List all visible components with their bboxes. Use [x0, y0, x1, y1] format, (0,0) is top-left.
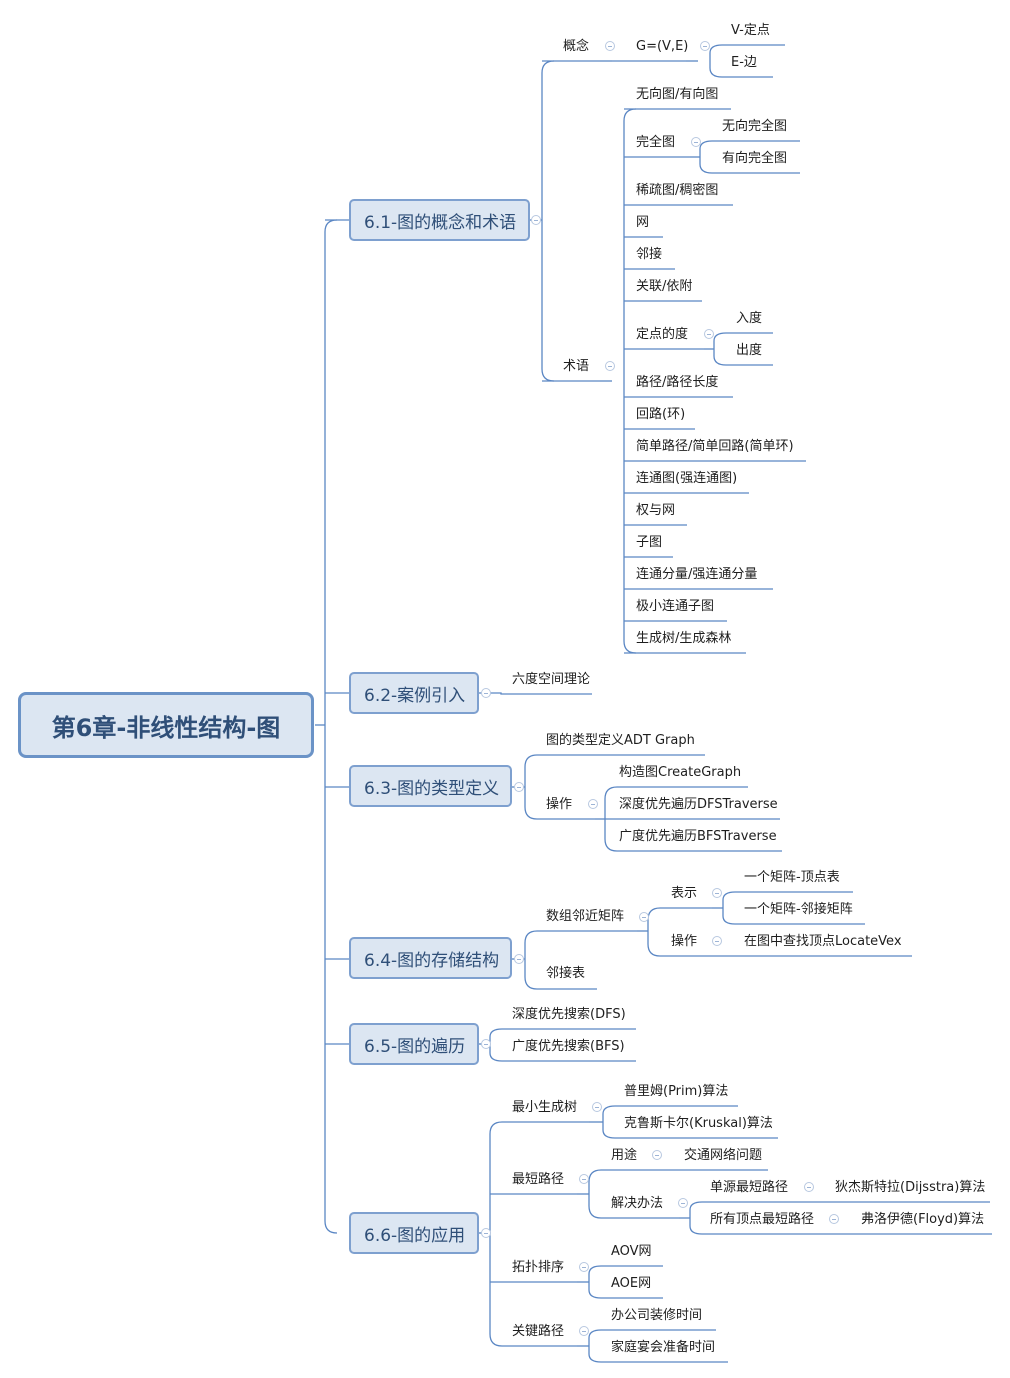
node-aoe[interactable]: AOE网	[611, 1276, 652, 1291]
node-adj-list[interactable]: 邻接表	[546, 966, 586, 981]
node-traffic[interactable]: 交通网络问题	[684, 1148, 763, 1163]
node-topo-sort[interactable]: 拓扑排序	[512, 1260, 565, 1275]
collapse-toggle-icon[interactable]	[678, 1198, 688, 1208]
root-node[interactable]: 第6章-非线性结构-图	[18, 692, 314, 758]
term-weight[interactable]: 权与网	[636, 503, 676, 518]
section-6-1[interactable]: 6.1-图的概念和术语	[349, 199, 530, 241]
collapse-toggle-icon[interactable]	[712, 888, 722, 898]
node-bfs[interactable]: 广度优先搜索(BFS)	[512, 1039, 625, 1054]
node-six-degrees[interactable]: 六度空间理论	[512, 672, 591, 687]
collapse-toggle-icon[interactable]	[514, 782, 524, 792]
term-complete[interactable]: 完全图	[636, 135, 676, 150]
collapse-toggle-icon[interactable]	[704, 329, 714, 339]
node-vertex-table[interactable]: 一个矩阵-顶点表	[744, 870, 840, 885]
node-create-graph[interactable]: 构造图CreateGraph	[619, 765, 742, 780]
node-e-edge[interactable]: E-边	[731, 55, 757, 70]
collapse-toggle-icon[interactable]	[481, 688, 491, 698]
term-cycle[interactable]: 回路(环)	[636, 407, 686, 422]
node-matrix-operations[interactable]: 操作	[671, 934, 698, 949]
node-usage[interactable]: 用途	[611, 1148, 638, 1163]
collapse-toggle-icon[interactable]	[579, 1326, 589, 1336]
node-floyd[interactable]: 弗洛伊德(Floyd)算法	[861, 1212, 985, 1227]
term-net[interactable]: 网	[636, 215, 650, 230]
term-sparse[interactable]: 稀疏图/稠密图	[636, 183, 719, 198]
collapse-toggle-icon[interactable]	[579, 1262, 589, 1272]
collapse-toggle-icon[interactable]	[481, 1228, 491, 1238]
collapse-toggle-icon[interactable]	[481, 1039, 491, 1049]
collapse-toggle-icon[interactable]	[804, 1182, 814, 1192]
node-concept[interactable]: 概念	[563, 39, 590, 54]
node-representation[interactable]: 表示	[671, 886, 698, 901]
term-incident[interactable]: 关联/依附	[636, 279, 693, 294]
term-simple[interactable]: 简单路径/简单回路(简单环)	[636, 439, 794, 454]
node-aov[interactable]: AOV网	[611, 1244, 652, 1259]
node-mst[interactable]: 最小生成树	[512, 1100, 578, 1115]
collapse-toggle-icon[interactable]	[712, 936, 722, 946]
section-6-2[interactable]: 6.2-案例引入	[349, 672, 479, 714]
node-office-renovation[interactable]: 办公司装修时间	[611, 1308, 703, 1323]
term-out-degree[interactable]: 出度	[736, 343, 763, 358]
collapse-toggle-icon[interactable]	[605, 41, 615, 51]
term-minimal[interactable]: 极小连通子图	[636, 599, 715, 614]
node-critical-path[interactable]: 关键路径	[512, 1324, 565, 1339]
node-solution[interactable]: 解决办法	[611, 1196, 664, 1211]
collapse-toggle-icon[interactable]	[639, 912, 649, 922]
node-shortest-path[interactable]: 最短路径	[512, 1172, 565, 1187]
node-kruskal[interactable]: 克鲁斯卡尔(Kruskal)算法	[624, 1116, 773, 1131]
collapse-toggle-icon[interactable]	[531, 215, 541, 225]
term-subgraph[interactable]: 子图	[636, 535, 663, 550]
node-dfs[interactable]: 深度优先搜索(DFS)	[512, 1007, 626, 1022]
node-single-source[interactable]: 单源最短路径	[710, 1180, 789, 1195]
node-adjacency-matrix[interactable]: 一个矩阵-邻接矩阵	[744, 902, 853, 917]
term-path[interactable]: 路径/路径长度	[636, 375, 719, 390]
term-connected[interactable]: 连通图(强连通图)	[636, 471, 738, 486]
term-degree[interactable]: 定点的度	[636, 327, 689, 342]
collapse-toggle-icon[interactable]	[588, 799, 598, 809]
section-6-6[interactable]: 6.6-图的应用	[349, 1212, 479, 1254]
section-6-4[interactable]: 6.4-图的存储结构	[349, 937, 512, 979]
collapse-toggle-icon[interactable]	[652, 1150, 662, 1160]
collapse-toggle-icon[interactable]	[605, 361, 615, 371]
node-adt-graph[interactable]: 图的类型定义ADT Graph	[546, 733, 695, 748]
node-terms[interactable]: 术语	[563, 359, 590, 374]
section-6-3[interactable]: 6.3-图的类型定义	[349, 765, 512, 807]
collapse-toggle-icon[interactable]	[829, 1214, 839, 1224]
collapse-toggle-icon[interactable]	[579, 1174, 589, 1184]
collapse-toggle-icon[interactable]	[691, 137, 701, 147]
term-in-degree[interactable]: 入度	[736, 311, 763, 326]
term-complete-undirected[interactable]: 无向完全图	[722, 119, 788, 134]
node-family-banquet[interactable]: 家庭宴会准备时间	[611, 1340, 716, 1355]
term-adjacent[interactable]: 邻接	[636, 247, 663, 262]
section-6-5[interactable]: 6.5-图的遍历	[349, 1023, 479, 1065]
node-adj-matrix[interactable]: 数组邻近矩阵	[546, 909, 625, 924]
node-dijkstra[interactable]: 狄杰斯特拉(Dijsstra)算法	[835, 1180, 986, 1195]
collapse-toggle-icon[interactable]	[700, 41, 710, 51]
node-all-pairs[interactable]: 所有顶点最短路径	[710, 1212, 815, 1227]
term-spanning[interactable]: 生成树/生成森林	[636, 631, 732, 646]
node-prim[interactable]: 普里姆(Prim)算法	[624, 1084, 729, 1099]
node-dfs-traverse[interactable]: 深度优先遍历DFSTraverse	[619, 797, 778, 812]
collapse-toggle-icon[interactable]	[592, 1102, 602, 1112]
node-bfs-traverse[interactable]: 广度优先遍历BFSTraverse	[619, 829, 777, 844]
term-complete-directed[interactable]: 有向完全图	[722, 151, 788, 166]
node-locate-vex[interactable]: 在图中查找顶点LocateVex	[744, 934, 902, 949]
term-components[interactable]: 连通分量/强连通分量	[636, 567, 758, 582]
node-operations[interactable]: 操作	[546, 797, 573, 812]
collapse-toggle-icon[interactable]	[514, 954, 524, 964]
node-g-ve[interactable]: G=(V,E)	[636, 39, 689, 54]
term-directed[interactable]: 无向图/有向图	[636, 87, 719, 102]
node-v-vertex[interactable]: V-定点	[731, 23, 770, 38]
